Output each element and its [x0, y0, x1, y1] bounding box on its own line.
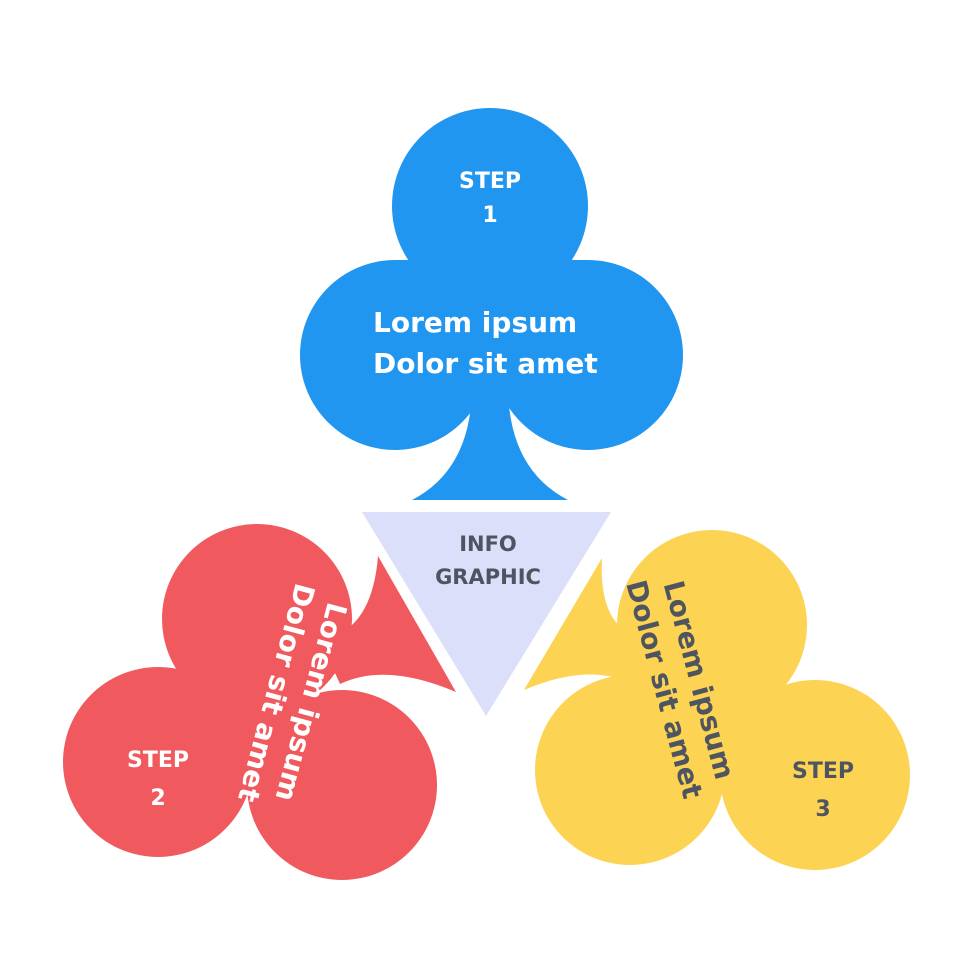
center-label-line-1: INFO: [459, 532, 517, 556]
step-2-club: STEP 2 Lorem ipsum Dolor sit amet: [63, 524, 456, 880]
step-1-body-line-1: Lorem ipsum: [373, 306, 577, 339]
step-1-club: STEP 1 Lorem ipsum Dolor sit amet: [300, 108, 683, 500]
step-3-number: 3: [815, 797, 830, 822]
step-1-title: STEP: [459, 169, 521, 194]
step-1-body-line-2: Dolor sit amet: [373, 347, 598, 380]
step-1-lobe-top: [392, 108, 588, 304]
step-2-club-shape: [63, 524, 456, 880]
step-2-stem: [320, 556, 456, 692]
step-3-core: [630, 625, 815, 775]
step-2-core: [158, 619, 342, 785]
step-1-club-shape: [300, 108, 683, 500]
step-1-number: 1: [482, 203, 497, 228]
step-3-club-shape: [524, 530, 910, 870]
center-node: INFO GRAPHIC: [362, 512, 611, 716]
center-label-line-2: GRAPHIC: [435, 565, 541, 589]
step-3-club: STEP 3 Lorem ipsum Dolor sit amet: [524, 530, 910, 870]
step-2-title: STEP: [127, 748, 189, 773]
center-triangle: [362, 512, 611, 716]
step-1-core: [395, 260, 588, 400]
step-3-stem: [524, 558, 648, 690]
step-3-title: STEP: [792, 759, 854, 784]
step-1-stem: [412, 390, 568, 500]
step-2-number: 2: [150, 786, 165, 811]
